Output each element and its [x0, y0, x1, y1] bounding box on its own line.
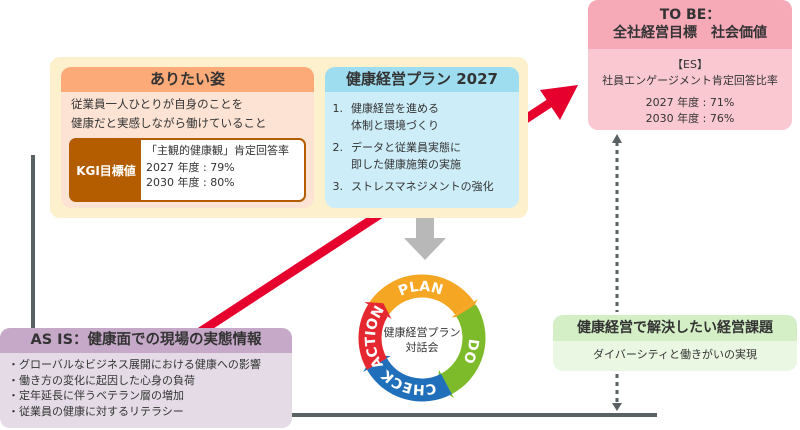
plan-item-number: 1.: [332, 102, 344, 115]
asis-item: グローバルなビジネス展開における健康への影響: [8, 357, 292, 373]
plan-item-text: 健康経営を進める: [351, 102, 439, 115]
plan-item-text: 体制と環境づくり: [351, 119, 439, 132]
red-arrow-head-icon: [540, 85, 578, 120]
plan-item-text: ストレスマネジメントの強化: [351, 180, 494, 193]
cycle-center-line: 対話会: [406, 340, 439, 354]
plan-item: 2. データと従業員実態に即した健康施策の実施: [325, 139, 519, 173]
to-be-box: TO BE： 全社経営目標 社会価値 【ES】 社員エンゲージメント肯定回答比率…: [588, 0, 792, 130]
cycle-label-do: DO: [460, 338, 482, 366]
cycle-segment-plan: [368, 274, 475, 317]
tobe-value: 2027 年度 : 71%: [645, 96, 735, 109]
tobe-title-line: 全社経営目標 社会価値: [613, 25, 767, 41]
cycle-segment-action: [358, 304, 388, 370]
plan-item-text: 即した健康施策の実施: [351, 158, 461, 171]
cycle-arrowhead-icon: [451, 298, 478, 318]
ideal-title: ありたい姿: [61, 67, 314, 92]
ideal-state-box: ありたい姿 従業員一人ひとりが自身のことを 健康だと実感しながら働けていること …: [61, 67, 314, 208]
tobe-title-line: TO BE：: [659, 7, 721, 23]
cycle-segment-check: [367, 357, 452, 402]
ideal-text-line: 従業員一人ひとりが自身のことを: [71, 97, 244, 111]
asis-item: 従業員の健康に対するリテラシー: [8, 404, 292, 420]
plan-item-number: 3.: [332, 180, 344, 193]
kgi-value: 2027 年度 : 79%: [146, 161, 235, 174]
kgi-label: KGI目標値: [71, 140, 141, 200]
tobe-tag: 【ES】: [672, 58, 708, 71]
cycle-label-check: CHECK: [378, 366, 437, 397]
ideal-text-line: 健康だと実感しながら働けていること: [71, 116, 267, 130]
issue-title: 健康経営で解決したい経営課題: [553, 315, 797, 341]
as-is-box: AS IS：健康面での現場の実態情報 グローバルなビジネス展開における健康への影…: [0, 328, 292, 428]
kgi-value: 2030 年度 : 80%: [146, 176, 235, 189]
kgi-metric: 「主観的健康観」肯定回答率: [146, 144, 289, 157]
cycle-segment-do: [440, 304, 486, 395]
tobe-metric: 社員エンゲージメント肯定回答比率: [602, 74, 778, 87]
health-plan-box: 健康経営プラン 2027 1. 健康経営を進める体制と環境づくり 2. データと従業…: [325, 67, 519, 208]
cycle-center-line: 健康経営プラン: [384, 325, 461, 339]
down-arrow-icon: [404, 218, 446, 260]
arrow-down-icon: [612, 403, 622, 411]
issue-text: ダイバーシティと働きがいの実現: [593, 348, 757, 361]
kgi-target-box: KGI目標値 「主観的健康観」肯定回答率 2027 年度 : 79% 2030 …: [69, 138, 306, 202]
plan-item-number: 2.: [332, 141, 344, 154]
management-issue-box: 健康経営で解決したい経営課題 ダイバーシティと働きがいの実現: [553, 315, 797, 371]
plan-item: 3. ストレスマネジメントの強化: [325, 178, 519, 195]
asis-title: AS IS：健康面での現場の実態情報: [0, 328, 292, 353]
plan-title: 健康経営プラン 2027: [325, 67, 519, 92]
arrow-up-icon: [612, 134, 622, 143]
plan-item-text: データと従業員実態に: [351, 141, 461, 154]
plan-item: 1. 健康経営を進める体制と環境づくり: [325, 100, 519, 134]
tobe-value: 2030 年度 : 76%: [645, 112, 735, 125]
asis-item: 働き方の変化に起因した心身の負荷: [8, 373, 292, 389]
asis-item: 定年延長に伴うベテラン層の増加: [8, 388, 292, 404]
